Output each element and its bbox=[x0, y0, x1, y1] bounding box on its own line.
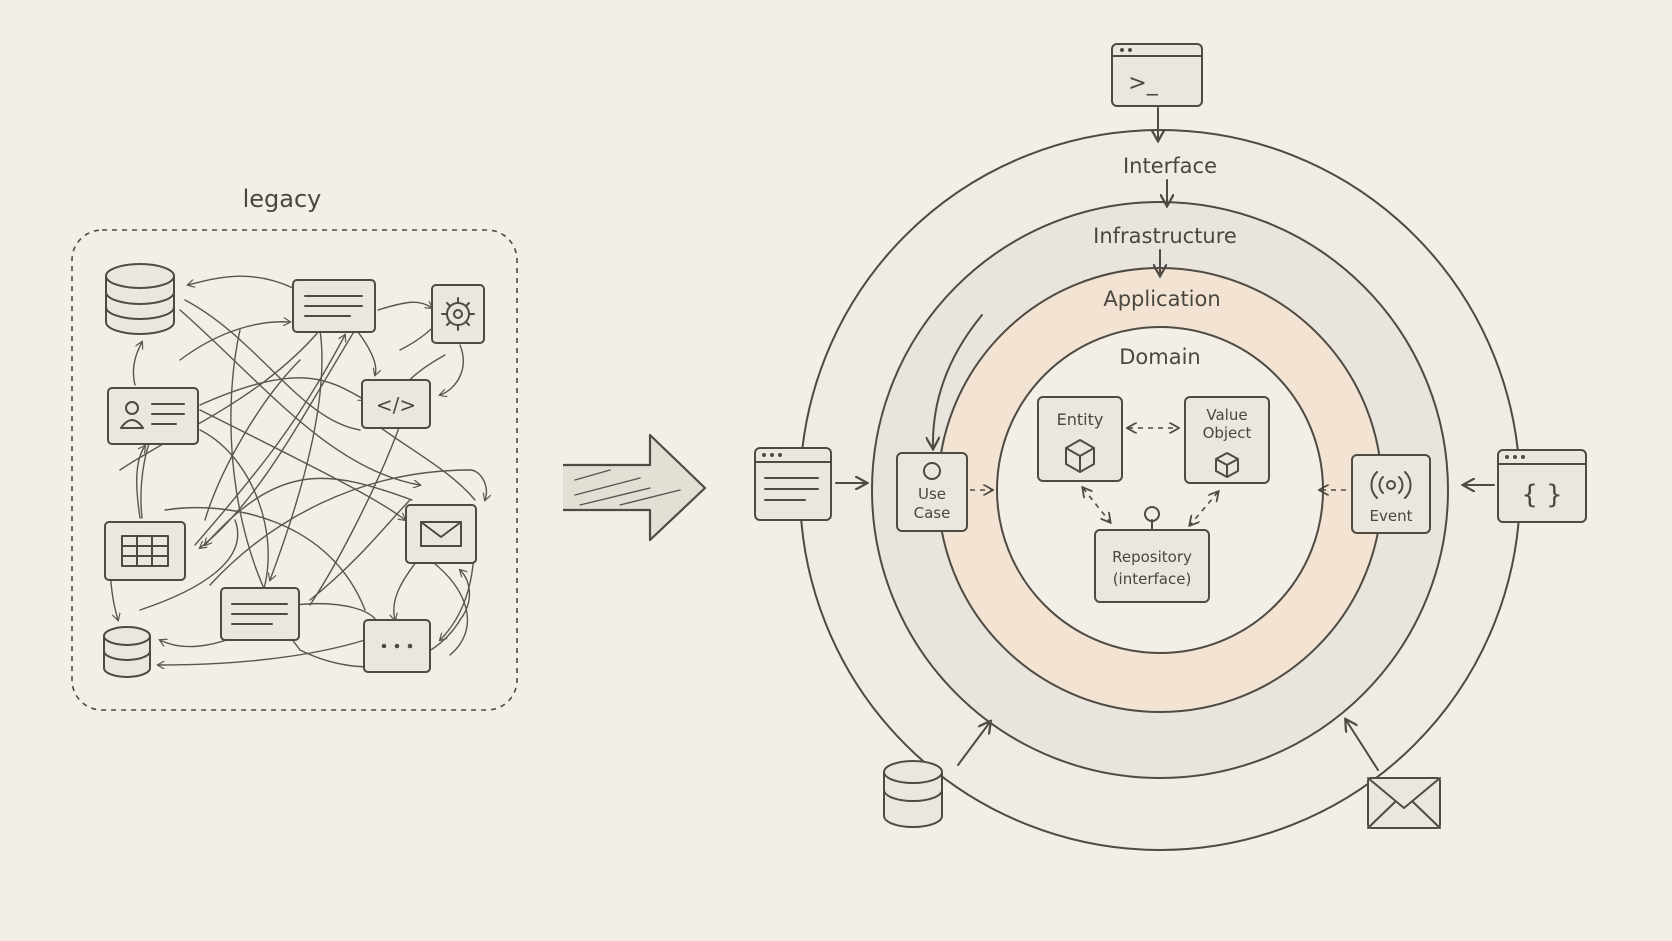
browser-window-icon bbox=[754, 447, 832, 521]
use-case-line1: Use bbox=[918, 485, 946, 503]
value-object-line1: Value bbox=[1206, 406, 1247, 424]
legacy-document-icon-2 bbox=[220, 587, 300, 641]
onion-architecture: Interface Infrastructure Application Dom… bbox=[754, 43, 1587, 851]
domain-ring bbox=[996, 326, 1324, 654]
application-to-usecase-arrow bbox=[933, 314, 983, 448]
value-object-cube-icon bbox=[1215, 452, 1239, 478]
legacy-title: legacy bbox=[243, 185, 322, 213]
legacy-more-icon bbox=[363, 619, 431, 673]
interface-layer-label: Interface bbox=[1123, 154, 1217, 178]
repository-line1: Repository bbox=[1112, 548, 1192, 566]
event-label: Event bbox=[1370, 507, 1413, 525]
valueobject-repository-arrow bbox=[1190, 492, 1218, 525]
database-icon bbox=[883, 760, 943, 828]
value-object-line2: Object bbox=[1203, 424, 1252, 442]
legacy-small-database-icon bbox=[103, 626, 151, 678]
terminal-glyph: >_ bbox=[1128, 71, 1158, 96]
legacy-user-card-icon bbox=[107, 387, 199, 445]
repository-line2: (interface) bbox=[1113, 570, 1192, 588]
application-layer-label: Application bbox=[1103, 287, 1220, 311]
use-case-line2: Case bbox=[914, 504, 951, 522]
database-to-infrastructure-arrow bbox=[957, 722, 990, 766]
entity-node: Entity bbox=[1037, 396, 1123, 482]
legacy-code-icon: </> bbox=[361, 379, 431, 429]
use-case-node: Use Case bbox=[896, 452, 968, 532]
infrastructure-layer-label: Infrastructure bbox=[1093, 224, 1237, 248]
legacy-panel: legacy bbox=[71, 185, 518, 711]
legacy-document-icon bbox=[292, 279, 376, 333]
entity-repository-arrow bbox=[1083, 488, 1110, 522]
code-glyph: </> bbox=[376, 393, 416, 417]
legacy-mail-icon bbox=[405, 504, 477, 564]
repository-port-icon bbox=[1144, 506, 1160, 522]
value-object-node: Value Object bbox=[1184, 396, 1270, 484]
api-window-icon: { } bbox=[1497, 449, 1587, 523]
mail-icon bbox=[1367, 777, 1441, 829]
legacy-table-icon bbox=[104, 521, 186, 581]
domain-layer-label: Domain bbox=[1119, 345, 1201, 369]
legacy-gear-icon bbox=[431, 284, 485, 344]
repository-node: Repository (interface) bbox=[1094, 506, 1210, 603]
entity-label: Entity bbox=[1057, 410, 1104, 429]
legacy-tangle bbox=[109, 275, 486, 667]
transform-arrow-icon bbox=[563, 433, 707, 542]
api-glyph: { } bbox=[1521, 480, 1562, 510]
legacy-database-icon bbox=[105, 263, 175, 335]
terminal-icon: >_ bbox=[1111, 43, 1203, 107]
event-node: Event bbox=[1351, 454, 1431, 534]
mail-to-infrastructure-arrow bbox=[1346, 720, 1379, 771]
entity-cube-icon bbox=[1065, 439, 1095, 473]
legacy-boundary bbox=[71, 229, 518, 711]
